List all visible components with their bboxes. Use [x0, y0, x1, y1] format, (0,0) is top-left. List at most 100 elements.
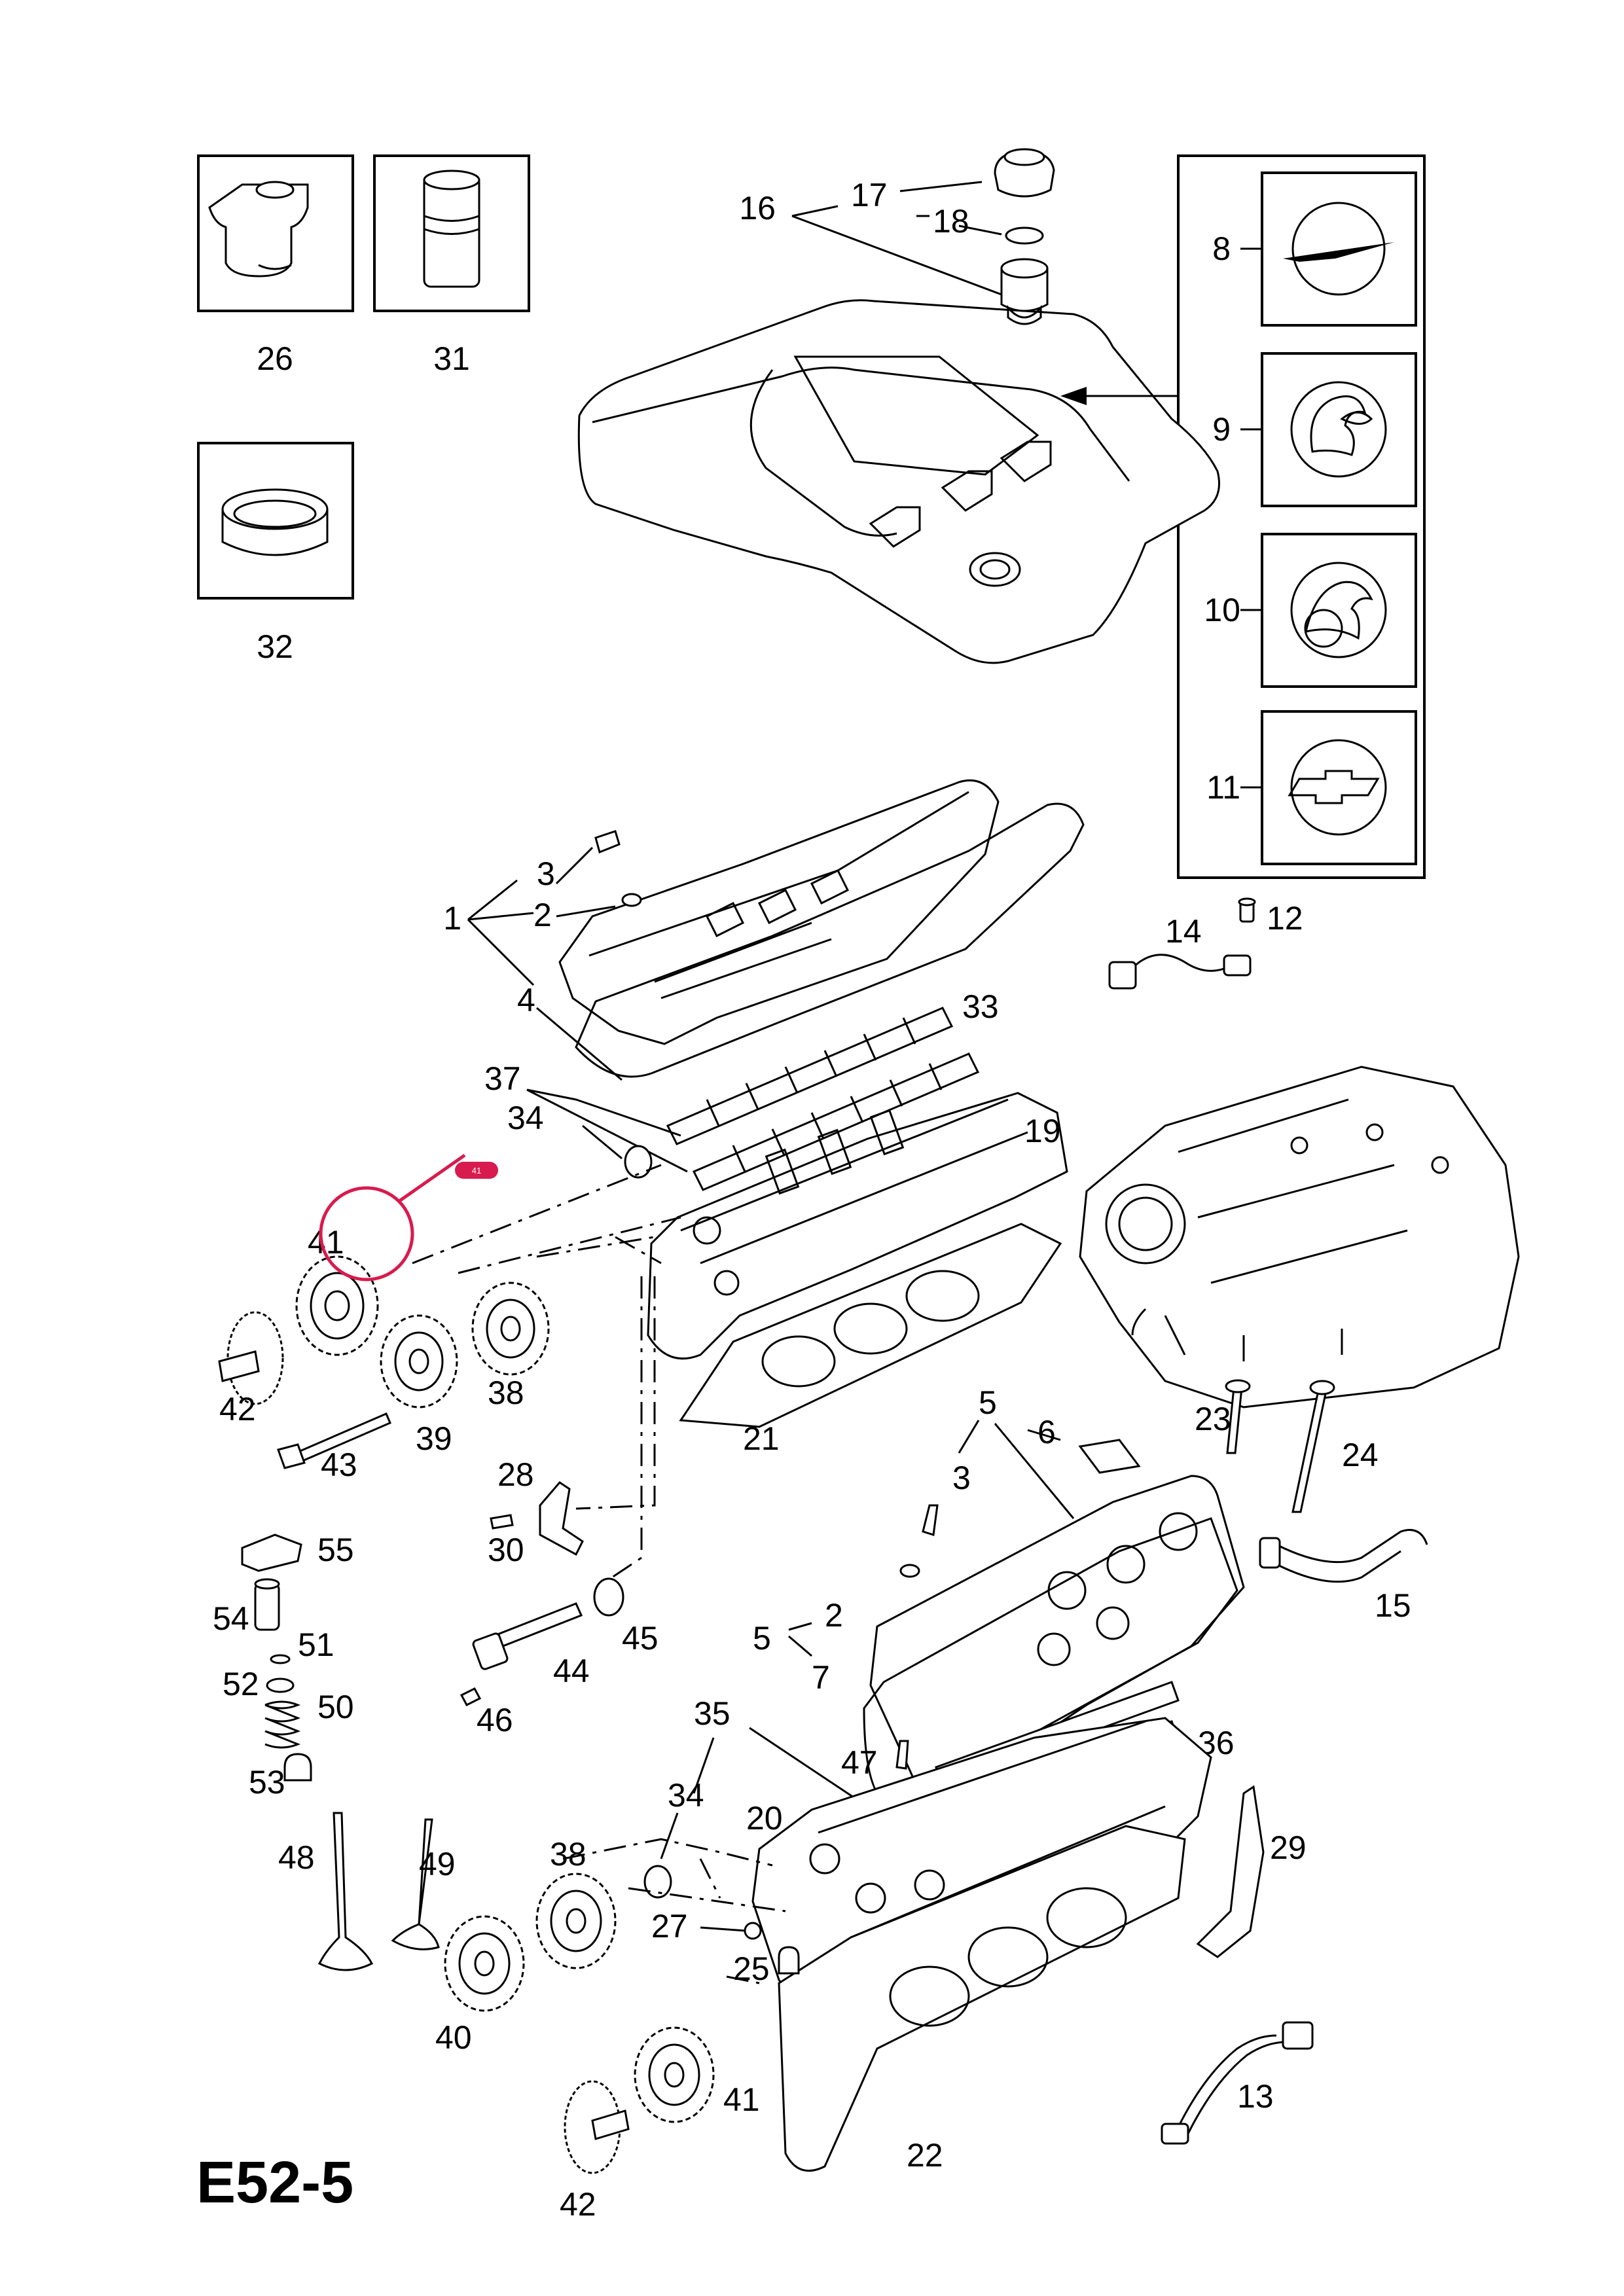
leader-27	[700, 1926, 747, 1932]
callout-25: 25	[733, 1950, 770, 1987]
retainer-part-52	[266, 1677, 295, 1693]
emblem-chevrolet-bowtie-icon	[1288, 739, 1387, 836]
sensor-part-3	[594, 830, 621, 854]
callout-31: 31	[433, 340, 470, 377]
bolt-part-30	[490, 1514, 514, 1530]
valve-cover-upper	[558, 779, 1085, 1078]
leaders-37-34	[526, 1088, 688, 1173]
plug-part-27	[744, 1922, 762, 1940]
callout-14: 14	[1165, 913, 1202, 950]
oil-filler-cap	[994, 148, 1055, 325]
callout-35: 35	[694, 1695, 731, 1732]
head-gasket-upper	[679, 1223, 1062, 1428]
callout-12: 12	[1267, 900, 1303, 937]
callout-41b: 41	[723, 2081, 760, 2118]
keeper-part-51	[270, 1654, 291, 1664]
callout-26: 26	[257, 340, 293, 377]
callout-52: 52	[223, 1666, 259, 1702]
leaders-1-4	[467, 846, 623, 1081]
callout-2b: 2	[825, 1597, 843, 1634]
callout-45: 45	[622, 1620, 659, 1657]
callout-2a: 2	[533, 897, 552, 933]
seal-part-2	[621, 893, 642, 907]
bolt-part-46	[460, 1687, 482, 1706]
spring-part-50	[264, 1700, 301, 1749]
grille-part-6	[1078, 1439, 1141, 1474]
callout-50: 50	[317, 1689, 354, 1725]
cylinder-head-upper	[647, 1092, 1068, 1360]
bolt-part-23	[1225, 1379, 1251, 1454]
callout-1: 1	[443, 900, 461, 937]
callout-10: 10	[1204, 592, 1240, 628]
callout-17: 17	[851, 177, 888, 213]
cam-sprocket-part-38-lower	[535, 1873, 617, 1969]
callout-38a: 38	[488, 1374, 524, 1411]
highlight-badge-label: 41	[472, 1166, 481, 1175]
callout-21: 21	[743, 1420, 780, 1457]
leaders-16-18	[791, 181, 1002, 296]
camshafts-upper	[666, 1007, 980, 1191]
cam-sprocket-part-38-upper	[471, 1282, 550, 1376]
assembly-lines-lower	[562, 1838, 786, 1984]
bolt-part-43	[277, 1412, 391, 1469]
rocker-part-55	[241, 1534, 302, 1572]
actuator-part-44	[472, 1602, 583, 1670]
seal-part-45	[593, 1577, 624, 1617]
callout-44: 44	[553, 1653, 590, 1689]
callout-29: 29	[1270, 1829, 1307, 1866]
harness-part-14	[1108, 954, 1252, 990]
callout-16: 16	[739, 190, 776, 226]
bolt-part-47	[895, 1740, 909, 1770]
callout-37: 37	[484, 1060, 521, 1097]
highlight-circle[interactable]	[319, 1186, 414, 1282]
callout-5b: 5	[753, 1620, 771, 1657]
hose-part-15	[1259, 1529, 1428, 1583]
head-gasket-lower	[778, 1825, 1186, 2172]
callout-49: 49	[419, 1846, 456, 1882]
sensor-part-3-lower	[922, 1504, 939, 1536]
callout-3a: 3	[537, 855, 555, 892]
callout-42a: 42	[219, 1391, 256, 1427]
callout-15: 15	[1375, 1587, 1411, 1624]
diagram-code: E52-5	[196, 2150, 353, 2215]
callout-11: 11	[1206, 769, 1240, 806]
inset-part-32	[197, 442, 354, 600]
inset-part-31	[373, 154, 530, 312]
callout-46: 46	[477, 1702, 513, 1738]
callout-51: 51	[298, 1626, 334, 1663]
callout-43: 43	[321, 1446, 357, 1483]
callout-48: 48	[278, 1839, 315, 1876]
cam-sprocket-part-40	[444, 1915, 525, 2012]
highlight-badge[interactable]	[455, 1162, 498, 1179]
cover-pointer-arrow-icon	[1060, 387, 1087, 405]
callout-5a: 5	[979, 1384, 997, 1421]
callout-53: 53	[249, 1764, 285, 1801]
callout-28: 28	[497, 1456, 534, 1493]
assembly-lines-upper	[412, 1164, 681, 1585]
callout-23: 23	[1195, 1401, 1231, 1437]
callout-20: 20	[746, 1800, 783, 1837]
bolt-part-24	[1291, 1380, 1335, 1513]
callout-34a: 34	[507, 1100, 544, 1136]
cam-gear-part-42-lower	[564, 2080, 630, 2174]
callout-30: 30	[488, 1532, 524, 1568]
callout-55: 55	[317, 1532, 354, 1568]
callout-24: 24	[1342, 1437, 1379, 1473]
sensor-part-12	[1238, 897, 1256, 923]
lifter-part-54	[254, 1578, 280, 1631]
engine-cover	[577, 299, 1220, 664]
callout-22: 22	[907, 2137, 943, 2174]
callout-33: 33	[962, 988, 999, 1025]
callout-34b: 34	[668, 1777, 704, 1814]
callout-40: 40	[435, 2019, 472, 2056]
seal-part-2-lower	[899, 1564, 920, 1578]
leaders-5-7	[788, 1622, 812, 1657]
intake-manifold	[1079, 1066, 1520, 1408]
callout-8: 8	[1212, 230, 1231, 267]
seal-part-34-lower	[643, 1865, 672, 1899]
cam-sprocket-part-41-lower	[634, 2026, 715, 2123]
valve-part-48	[317, 1812, 374, 1971]
callout-27: 27	[651, 1908, 688, 1945]
callout-4: 4	[517, 982, 535, 1018]
